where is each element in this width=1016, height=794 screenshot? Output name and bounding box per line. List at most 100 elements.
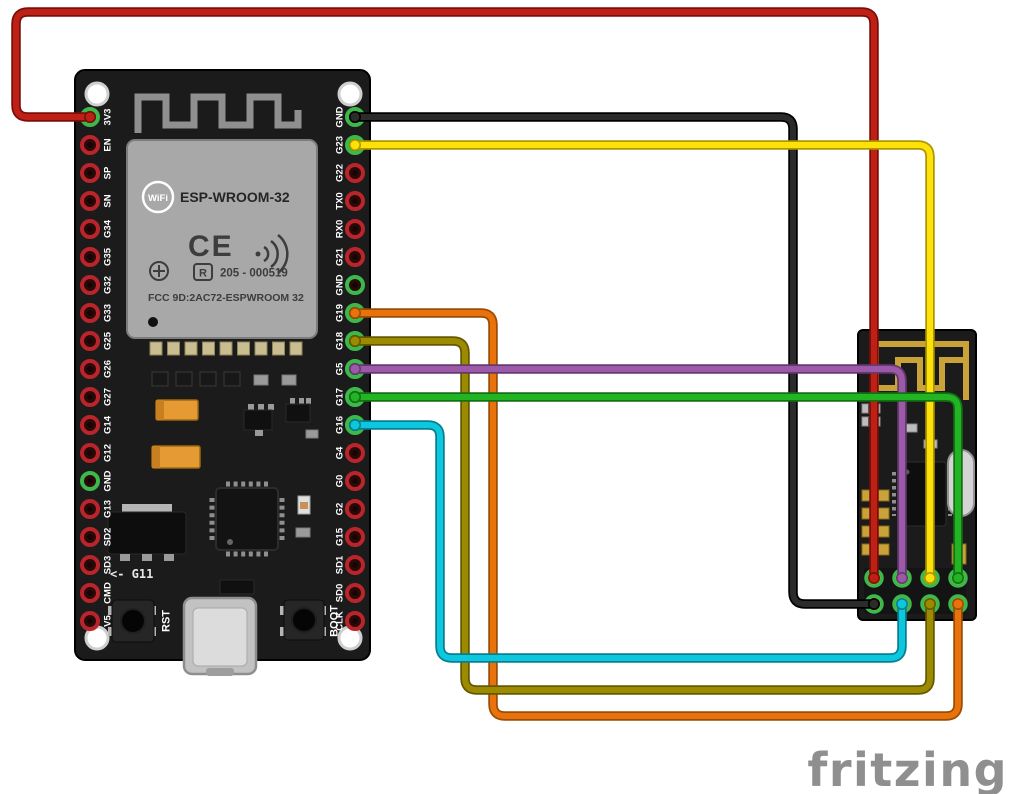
esp32-pin-left-g27[interactable]: G27 — [80, 387, 114, 407]
esp32-pin-label-left-9: G26 — [103, 360, 114, 378]
esp32-pin-label-right-18: CLK — [335, 611, 346, 631]
castellation-pad — [272, 341, 285, 356]
esp32-pin-label-right-9: G5 — [335, 362, 346, 375]
capacitor-orange-2 — [151, 445, 201, 469]
esp32-pin-left-g13[interactable]: G13 — [80, 499, 114, 519]
esp32-pin-label-left-10: G27 — [103, 388, 114, 406]
esp32-pin-left-g26[interactable]: G26 — [80, 359, 114, 379]
capacitor-orange-1 — [155, 399, 199, 421]
boot-button[interactable]: BOOT — [280, 599, 341, 641]
esp32-pin-label-left-8: G25 — [103, 331, 114, 350]
esp32-pin-left-cmd[interactable]: CMD — [80, 582, 114, 604]
smd-component — [253, 374, 269, 386]
esp32-pin-left-sp[interactable]: SP — [80, 163, 114, 183]
esp32-pin-left-sn[interactable]: SN — [80, 191, 114, 211]
esp32-pin-left-sd3[interactable]: SD3 — [80, 555, 114, 575]
rst-label: RST — [161, 610, 173, 632]
wire-olive[interactable] — [348, 334, 936, 695]
wire-purple-end-1[interactable] — [895, 571, 908, 584]
esp32-pin-right-sd0[interactable]: SD0 — [335, 583, 365, 603]
esp32-pin-left-gnd[interactable]: GND — [80, 470, 114, 492]
esp32-pin-left-g12[interactable]: G12 — [80, 443, 114, 463]
smd-component — [223, 371, 241, 387]
transistor-1 — [243, 404, 274, 436]
wire-black-end-1[interactable] — [867, 597, 880, 610]
esp32-pin-right-g15[interactable]: G15 — [335, 527, 365, 547]
esp32-pin-label-left-1: EN — [103, 138, 114, 151]
shield-can — [126, 139, 318, 339]
esp32-pin-right-gnd[interactable]: GND — [335, 274, 365, 296]
esp32-shield: WiFi ESP-WROOM-32 CE R 205 - 000519 FCC … — [126, 139, 318, 339]
esp32-pin-right-rx0[interactable]: RX0 — [335, 219, 365, 239]
esp32-pin-left-sd2[interactable]: SD2 — [80, 527, 114, 547]
esp32-pin-left-g32[interactable]: G32 — [80, 275, 114, 295]
wire-purple-end-0[interactable] — [348, 362, 361, 375]
wire-yellow-end-0[interactable] — [348, 139, 361, 152]
fritzing-watermark: fritzing — [807, 743, 1008, 794]
wire-yellow-end-1[interactable] — [923, 571, 936, 584]
esp32-pin-right-g2[interactable]: G2 — [335, 499, 365, 519]
transistor-2 — [285, 398, 311, 423]
led — [297, 495, 311, 515]
wifi-logo-text: WiFi — [148, 193, 168, 204]
wire-red[interactable] — [11, 7, 880, 584]
wire-green-end-0[interactable] — [348, 390, 361, 403]
wire-olive-end-1[interactable] — [923, 597, 936, 610]
esp32-pin-label-left-3: SN — [103, 194, 114, 207]
smd-component — [199, 371, 217, 387]
wire-red-end-1[interactable] — [867, 571, 880, 584]
esp32-components-row — [149, 341, 303, 387]
esp32-pin-right-tx0[interactable]: TX0 — [335, 191, 365, 211]
wire-red-end-0[interactable] — [84, 111, 97, 124]
rst-button[interactable]: RST — [108, 599, 173, 643]
esp32-pin-label-right-8: G18 — [335, 332, 346, 350]
esp32-pin-right-sd1[interactable]: SD1 — [335, 555, 365, 575]
esp32-pin-label-left-2: SP — [103, 166, 114, 179]
esp32-pin-label-left-0: 3V3 — [103, 109, 114, 126]
wire-black[interactable] — [348, 111, 880, 610]
esp32-pin-label-left-4: G34 — [103, 219, 114, 238]
wire-cyan[interactable] — [348, 418, 908, 663]
wire-purple[interactable] — [348, 362, 908, 584]
wire-orange[interactable] — [348, 306, 964, 721]
wire-orange-end-1[interactable] — [951, 597, 964, 610]
serial-number: 205 - 000519 — [220, 268, 288, 280]
esp32-pin-left-g35[interactable]: G35 — [80, 247, 114, 267]
wire-black-end-0[interactable] — [348, 111, 361, 124]
wire-green[interactable] — [348, 390, 964, 584]
wire-yellow[interactable] — [348, 139, 936, 584]
esp32-pin-label-left-17: CMD — [103, 582, 114, 604]
wire-green-end-1[interactable] — [951, 571, 964, 584]
esp32-pin-label-right-6: GND — [335, 274, 346, 295]
voltage-regulator — [107, 504, 187, 561]
wire-cyan-end-0[interactable] — [348, 418, 361, 431]
cert-mark-icon — [149, 261, 169, 281]
esp32-board[interactable]: c WiFi ESP-WROOM-32 CE — [74, 69, 371, 676]
esp32-pin-right-g4[interactable]: G4 — [335, 443, 365, 463]
wire-orange-end-0[interactable] — [348, 306, 361, 319]
esp32-pin-right-g0[interactable]: G0 — [335, 471, 365, 491]
esp32-pin-right-g21[interactable]: G21 — [335, 247, 365, 267]
esp32-pin-left-en[interactable]: EN — [80, 135, 114, 155]
esp32-pin-label-right-1: G23 — [335, 136, 346, 154]
esp32-pin-label-left-6: G32 — [103, 276, 114, 294]
esp32-pin-left-g25[interactable]: G25 — [80, 331, 114, 351]
esp32-pin-label-left-12: G12 — [103, 444, 114, 462]
esp32-pin-left-g33[interactable]: G33 — [80, 303, 114, 323]
esp32-pin-right-clk[interactable]: CLK — [335, 611, 365, 631]
wires-layer — [11, 7, 964, 721]
esp32-pin-label-right-5: G21 — [335, 247, 346, 266]
esp32-pin-label-right-13: G0 — [335, 475, 346, 488]
esp32-components — [107, 398, 319, 595]
esp32-pin-left-v5[interactable]: V5 — [80, 611, 114, 631]
wire-cyan-end-1[interactable] — [895, 597, 908, 610]
esp32-pin-right-g22[interactable]: G22 — [335, 163, 365, 183]
esp32-pin-label-left-13: GND — [103, 470, 114, 491]
wire-olive-end-0[interactable] — [348, 334, 361, 347]
esp32-pin-left-g14[interactable]: G14 — [80, 415, 114, 435]
smd-component — [281, 374, 297, 386]
esp32-pin-left-g34[interactable]: G34 — [80, 219, 114, 239]
castellation-pad — [184, 341, 198, 356]
esp32-pin-label-left-18: V5 — [103, 614, 114, 626]
